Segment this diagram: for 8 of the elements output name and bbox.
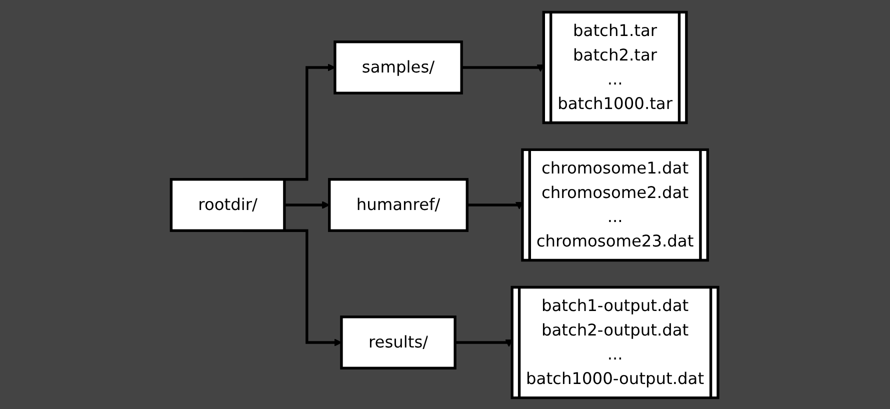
arrow [284,200,330,208]
node-box: rootdir/ [170,178,286,232]
arrow [455,338,514,346]
arrow [462,63,545,72]
node-box: humanref/ [328,178,469,232]
node-box: results/ [340,315,457,369]
node-box: samples/ [334,40,464,94]
arrow [468,200,524,209]
